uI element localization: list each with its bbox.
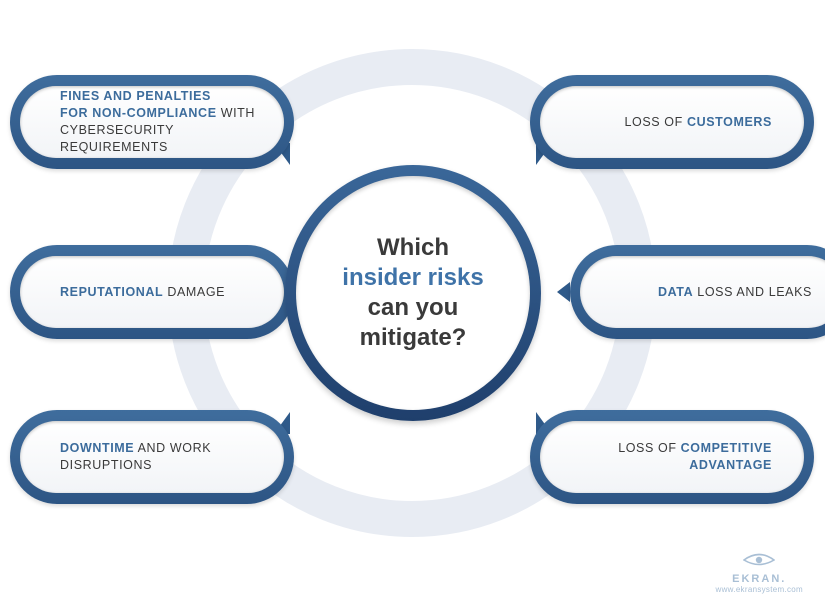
center-question-circle: Which insider risks can you mitigate? [285, 165, 541, 421]
risk-fines-bubble: FINES AND PENALTIES FOR NON-COMPLIANCE W… [10, 75, 294, 169]
risk-fines-highlight-2: FOR NON-COMPLIANCE [60, 106, 217, 120]
risk-data-inner: DATA LOSS AND LEAKS [580, 256, 825, 328]
risk-customers-highlight: CUSTOMERS [686, 114, 772, 129]
risk-fines-inner: FINES AND PENALTIES FOR NON-COMPLIANCE W… [20, 86, 284, 158]
risk-fines-text-2: WITH [216, 106, 256, 120]
risk-customers-text: LOSS OF [624, 114, 687, 129]
ekran-logo: EKRAN. www.ekransystem.com [716, 553, 804, 594]
center-question-line-1: Which [377, 234, 449, 261]
risk-fines-highlight-1: FINES AND PENALTIES [60, 89, 211, 103]
risk-reputation-bubble: REPUTATIONAL DAMAGE [10, 245, 294, 339]
risk-reputation-text: DAMAGE [163, 284, 226, 299]
logo-url: www.ekransystem.com [715, 585, 803, 594]
eye-icon [742, 553, 776, 566]
risk-reputation-label: REPUTATIONAL DAMAGE [60, 284, 225, 301]
risk-downtime-label: DOWNTIME AND WORK DISRUPTIONS [60, 440, 211, 474]
risk-data-bubble: DATA LOSS AND LEAKS [570, 245, 825, 339]
risk-fines-label: FINES AND PENALTIES FOR NON-COMPLIANCE W… [60, 88, 268, 156]
risk-data-label: DATA LOSS AND LEAKS [658, 284, 812, 301]
risk-competitive-bubble: LOSS OF COMPETITIVE ADVANTAGE [530, 410, 814, 504]
risk-competitive-text: LOSS OF [618, 441, 681, 455]
risk-reputation-inner: REPUTATIONAL DAMAGE [20, 256, 284, 328]
risk-fines-text-3: CYBERSECURITY REQUIREMENTS [60, 123, 174, 154]
risk-downtime-text-2: DISRUPTIONS [60, 458, 153, 472]
risk-customers-label: LOSS OF CUSTOMERS [624, 114, 772, 131]
risk-data-text: LOSS AND LEAKS [693, 284, 812, 299]
risk-competitive-inner: LOSS OF COMPETITIVE ADVANTAGE [540, 421, 804, 493]
risk-downtime-text-1: AND WORK [134, 441, 212, 455]
risk-downtime-bubble: DOWNTIME AND WORK DISRUPTIONS [10, 410, 294, 504]
risk-competitive-highlight-1: COMPETITIVE [680, 441, 772, 455]
risk-competitive-label: LOSS OF COMPETITIVE ADVANTAGE [618, 440, 772, 474]
risk-downtime-inner: DOWNTIME AND WORK DISRUPTIONS [20, 421, 284, 493]
risk-customers-inner: LOSS OF CUSTOMERS [540, 86, 804, 158]
risk-reputation-highlight: REPUTATIONAL [60, 284, 164, 299]
center-question-line-3: can you [367, 294, 459, 321]
center-question-line-4: mitigate? [359, 324, 467, 351]
logo-name: EKRAN. [732, 573, 787, 585]
risk-data-highlight: DATA [657, 284, 694, 299]
risk-competitive-highlight-2: ADVANTAGE [689, 458, 772, 472]
center-question-inner: Which insider risks can you mitigate? [296, 176, 530, 410]
tail-data [557, 282, 570, 302]
center-question-highlight: insider risks [342, 264, 484, 291]
risk-downtime-highlight: DOWNTIME [60, 441, 135, 455]
risk-customers-bubble: LOSS OF CUSTOMERS [530, 75, 814, 169]
